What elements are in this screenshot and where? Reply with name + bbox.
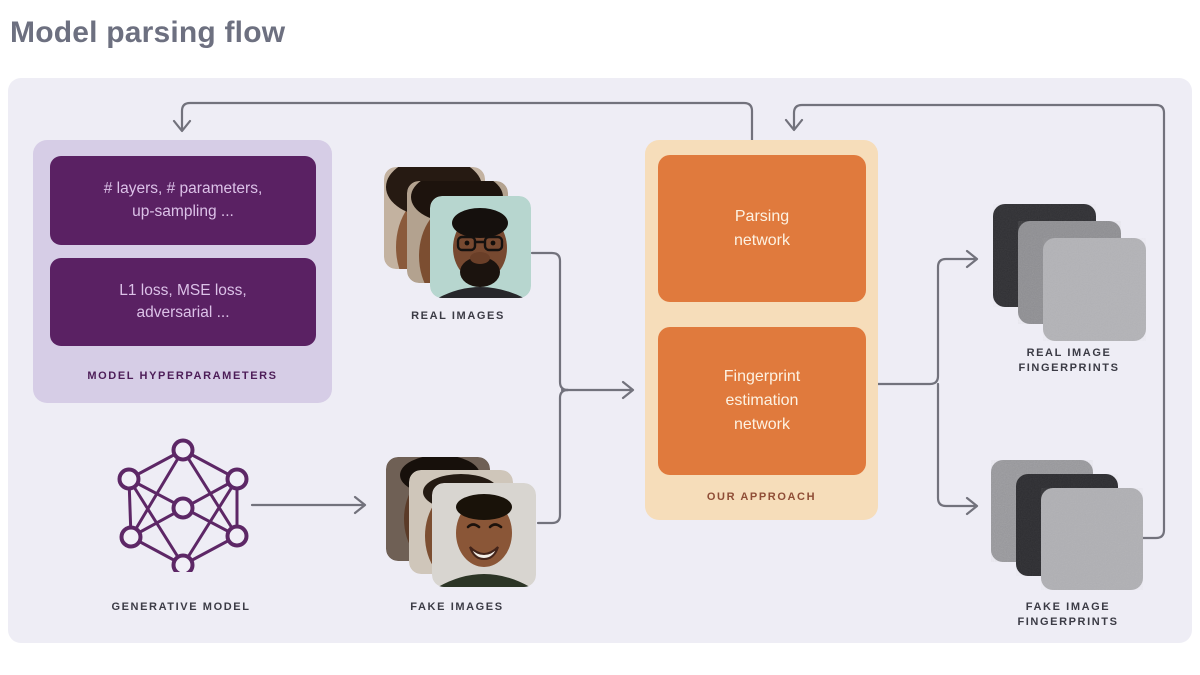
page-title: Model parsing flow [10,16,286,49]
neural-network-icon [117,438,249,572]
hyperparameters-label: MODEL HYPERPARAMETERS [87,370,278,382]
generative-model-label: GENERATIVE MODEL [111,601,251,613]
real-image-photo-front [430,196,531,298]
hyperparameters-architecture-box: # layers, # parameters, up-sampling ... [50,156,316,245]
fake-fingerprints-label: FAKE IMAGE FINGERPRINTS [1017,601,1119,629]
fingerprint-estimation-network-box: Fingerprint estimation network [658,327,866,475]
real-fingerprint-front [1043,238,1146,341]
fake-fingerprint-front [1041,488,1143,590]
real-images-label: REAL IMAGES [411,310,505,322]
approach-label: OUR APPROACH [706,491,817,503]
parsing-network-box: Parsing network [658,155,866,302]
fake-image-photo-front [432,483,536,587]
hyperparameters-loss-box: L1 loss, MSE loss, adversarial ... [50,258,316,346]
real-fingerprints-label: REAL IMAGE FINGERPRINTS [1018,347,1120,375]
fake-images-label: FAKE IMAGES [410,601,504,613]
